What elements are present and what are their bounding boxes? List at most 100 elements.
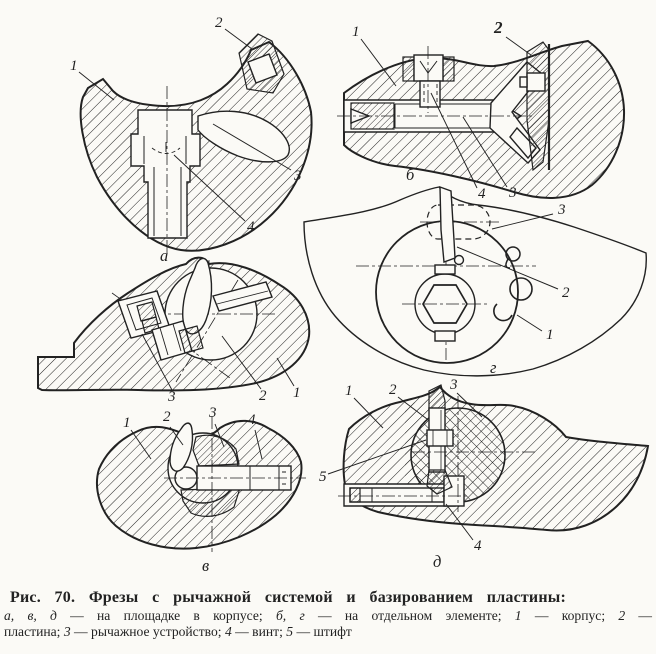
caption-title: Рис. 70. Фрезы с рычажной системой и баз… bbox=[10, 589, 566, 606]
callout-label-2: 2 bbox=[215, 15, 223, 31]
pin-hole-crescent bbox=[493, 303, 513, 322]
callout-label-2: 2 bbox=[259, 388, 267, 404]
screw-thread-hidden bbox=[423, 84, 438, 104]
panel-g: 3 2 1 г bbox=[303, 185, 647, 377]
callout-label-4: 4 bbox=[248, 412, 256, 428]
legend-text: — рычажное устройство; bbox=[70, 623, 225, 639]
leader-1 bbox=[276, 357, 295, 387]
callout-label-3: 3 bbox=[167, 389, 176, 405]
leader-3 bbox=[462, 116, 508, 188]
callout-label-1: 1 bbox=[123, 415, 131, 431]
legend-num-3: 3 bbox=[63, 623, 71, 639]
leader-5 bbox=[327, 439, 427, 475]
lever-foot bbox=[426, 469, 453, 495]
rod-lines bbox=[394, 103, 492, 129]
panel-a: 1 2 3 4 а bbox=[70, 15, 313, 265]
callout-label-2: 2 bbox=[389, 382, 397, 398]
leader-4 bbox=[430, 92, 478, 189]
leader-4 bbox=[254, 429, 263, 460]
panel-letter-g: г bbox=[490, 358, 497, 377]
callout-label-3: 3 bbox=[208, 405, 217, 421]
key-bottom bbox=[434, 330, 456, 342]
callout-label-3: 3 bbox=[293, 168, 302, 184]
callout-label-5: 5 bbox=[319, 469, 327, 485]
panel-letter-v: в bbox=[202, 556, 209, 575]
locating-pin bbox=[426, 429, 454, 447]
pin-hole-tail bbox=[505, 258, 511, 269]
callout-label-1: 1 bbox=[352, 24, 360, 40]
legend-text: — bbox=[625, 608, 653, 623]
legend-letters-avd: а, в, д bbox=[4, 608, 57, 623]
panel-b: 1 2 4 3 б bbox=[337, 18, 626, 202]
callout-label-2: 2 bbox=[562, 285, 570, 301]
screw-head bbox=[178, 325, 204, 354]
panel-letter-b: б bbox=[406, 165, 415, 184]
pin-lines bbox=[432, 430, 448, 446]
callout-label-2: 2 bbox=[163, 409, 171, 425]
clamp-block-lines bbox=[143, 136, 187, 236]
pin-hole-round bbox=[509, 277, 533, 301]
rod-end-cap bbox=[349, 487, 361, 503]
leader-1 bbox=[360, 38, 397, 87]
screw-head bbox=[413, 54, 444, 82]
insert-blade bbox=[182, 257, 213, 335]
leader-2 bbox=[505, 36, 532, 56]
insert-blade-tip bbox=[428, 384, 446, 411]
callout-label-4: 4 bbox=[474, 538, 482, 554]
screw-boss-right bbox=[442, 56, 455, 82]
leader-1 bbox=[130, 429, 152, 460]
leader-3 bbox=[214, 423, 225, 448]
wedge-tab bbox=[519, 76, 528, 88]
hidden-lever-capsule bbox=[426, 204, 491, 240]
insert-plate-face bbox=[247, 53, 278, 84]
callout-label-3: 3 bbox=[508, 185, 517, 201]
leader-3 bbox=[456, 392, 483, 418]
legend-num-2: 2 bbox=[618, 608, 626, 623]
panel-v-callouts: 1 2 3 4 bbox=[123, 405, 263, 460]
panel-side-callouts: 3 2 1 bbox=[141, 333, 301, 405]
lever-lower-section bbox=[180, 487, 241, 517]
leader-3 bbox=[141, 333, 173, 391]
wedge-face bbox=[526, 72, 546, 92]
legend-text: — на отдельном элементе; bbox=[304, 608, 515, 623]
callout-label-4: 4 bbox=[478, 186, 486, 202]
key-top bbox=[434, 264, 456, 275]
callout-label-1: 1 bbox=[345, 383, 353, 399]
callout-label-1: 1 bbox=[546, 327, 554, 343]
leader-2 bbox=[169, 426, 184, 446]
pull-rod bbox=[349, 487, 445, 503]
leader-3 bbox=[212, 123, 292, 171]
panel-g-callouts: 3 2 1 bbox=[456, 202, 570, 343]
clamp-screw-cutout bbox=[130, 109, 201, 239]
panel-v: 1 2 3 4 в bbox=[95, 405, 306, 575]
screw-boss-left bbox=[402, 56, 415, 82]
panel-d-callouts: 1 2 3 5 4 bbox=[319, 377, 483, 554]
leader-1 bbox=[78, 71, 115, 101]
callout-label-1: 1 bbox=[70, 58, 78, 74]
panel-b-callouts: 1 2 4 3 bbox=[352, 18, 532, 202]
clamp-screw-lines bbox=[159, 323, 182, 356]
panel-side-view: 3 2 1 bbox=[37, 256, 311, 405]
legend-text: — корпус; bbox=[521, 608, 619, 623]
callout-label-3: 3 bbox=[449, 377, 458, 393]
pin-hole-small bbox=[505, 246, 521, 262]
caption-legend-line-1: а, в, д — на площадке в корпусе; б, г — … bbox=[4, 608, 652, 624]
clamp-frame-inner bbox=[126, 297, 162, 331]
leader-4 bbox=[445, 503, 474, 541]
callout-label-2: 2 bbox=[493, 18, 503, 37]
figure-caption: Рис. 70. Фрезы с рычажной системой и баз… bbox=[0, 584, 656, 639]
callout-label-1: 1 bbox=[293, 385, 301, 401]
body-hatch-patch bbox=[405, 400, 429, 503]
legend-num-5: 5 bbox=[286, 623, 294, 639]
callout-label-3: 3 bbox=[557, 202, 566, 218]
panel-letter-a: а bbox=[160, 246, 168, 265]
legend-num-1: 1 bbox=[514, 608, 522, 623]
legend-text: — на площадке в корпусе; bbox=[56, 608, 276, 623]
leader-2 bbox=[221, 335, 262, 390]
screw-head-hidden-arc bbox=[151, 147, 181, 154]
panel-letter-d: д bbox=[433, 552, 441, 571]
screw-thread-hidden bbox=[282, 471, 289, 485]
legend-letters-bg: б, г bbox=[275, 608, 305, 623]
leader-1 bbox=[353, 397, 384, 429]
